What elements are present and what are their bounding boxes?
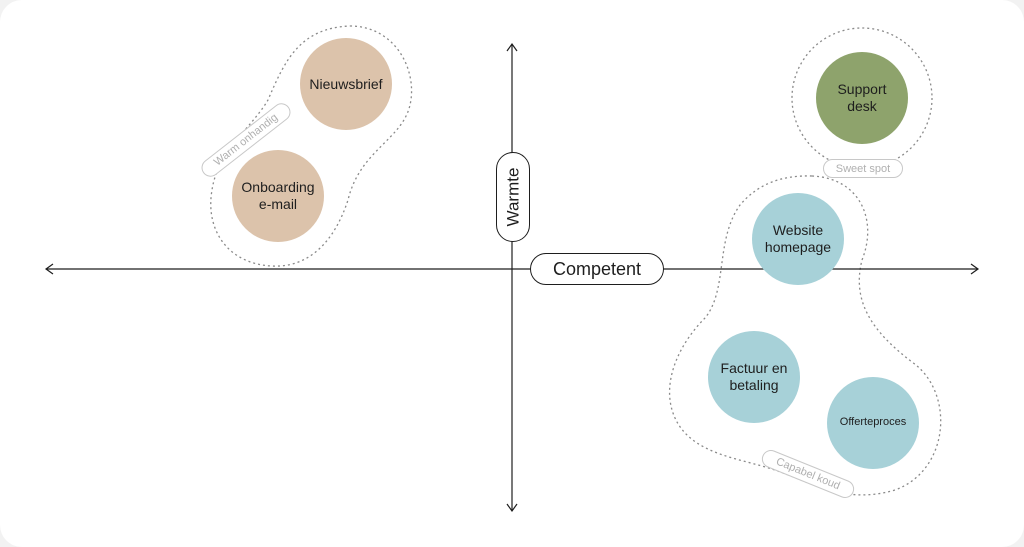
node-nieuwsbrief: Nieuwsbrief [300,38,392,130]
y-axis-top-arrow [506,42,518,52]
x-axis-label: Competent [530,253,664,285]
node-website-homepage: Website homepage [752,193,844,285]
y-axis-label: Warmte [496,152,530,242]
x-axis-left-arrow [44,263,54,275]
group-label-sweet-spot: Sweet spot [823,159,903,178]
node-support-desk: Support desk [816,52,908,144]
node-onboarding-email: Onboarding e-mail [232,150,324,242]
warm-onhandig-outline [210,25,413,267]
node-factuur-en-betaling: Factuur en betaling [708,331,800,423]
node-offerteproces: Offerteproces [827,377,919,469]
x-axis-right-arrow [970,263,980,275]
sweet-spot-outline [791,27,933,169]
y-axis-bottom-arrow [506,503,518,513]
